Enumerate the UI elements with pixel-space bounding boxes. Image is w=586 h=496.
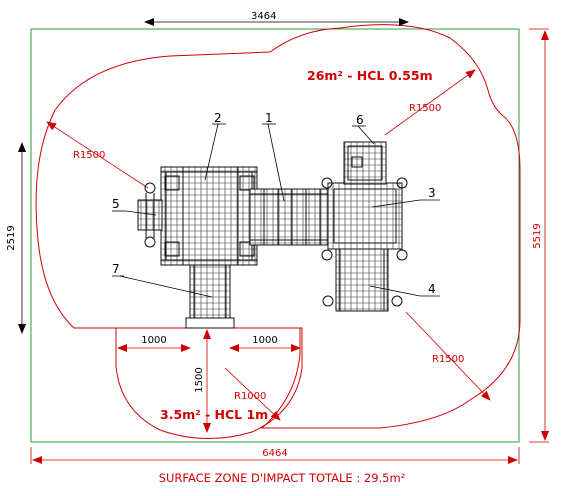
offset-left-label: 1000 [141,335,166,346]
right-height-dimension: 5519 [529,28,549,443]
total-surface-caption: SURFACE ZONE D'IMPACT TOTALE : 29.5m² [159,471,406,485]
part-2-label: 2 [214,111,222,125]
offset-down-label: 1500 [194,367,205,392]
radius-bottom-right-label: R1500 [432,354,464,365]
left-height-dimension: 2519 [6,142,26,334]
part-4-label: 4 [428,282,436,296]
radius-small-label: R1000 [234,391,266,402]
part-callouts [112,123,440,298]
part-5-label: 5 [112,197,120,211]
part-1-label: 1 [265,111,273,125]
radius-top-right-label: R1500 [409,103,441,114]
bottom-width-label: 6464 [262,448,287,459]
top-width-label: 3464 [251,11,276,22]
main-zone-label: 26m² - HCL 0.55m [307,68,433,83]
play-structure [137,141,408,329]
left-height-label: 2519 [6,225,17,250]
bottom-width-dimension: 6464 [30,447,520,464]
radius-leaders: R1500 R1500 R1500 R1000 [46,69,491,421]
main-impact-zone [35,24,521,429]
part-6-label: 6 [356,113,364,127]
right-height-label: 5519 [532,223,543,248]
offset-dimensions: 1000 1000 1500 [117,329,301,433]
site-boundary [30,28,520,443]
top-width-dimension: 3464 [144,11,409,26]
offset-right-label: 1000 [252,335,277,346]
part-3-label: 3 [428,186,436,200]
radius-left-label: R1500 [73,150,105,161]
small-zone-label: 3.5m² - HCL 1m [160,407,268,422]
small-impact-zone [115,327,303,439]
part-7-label: 7 [112,262,120,276]
